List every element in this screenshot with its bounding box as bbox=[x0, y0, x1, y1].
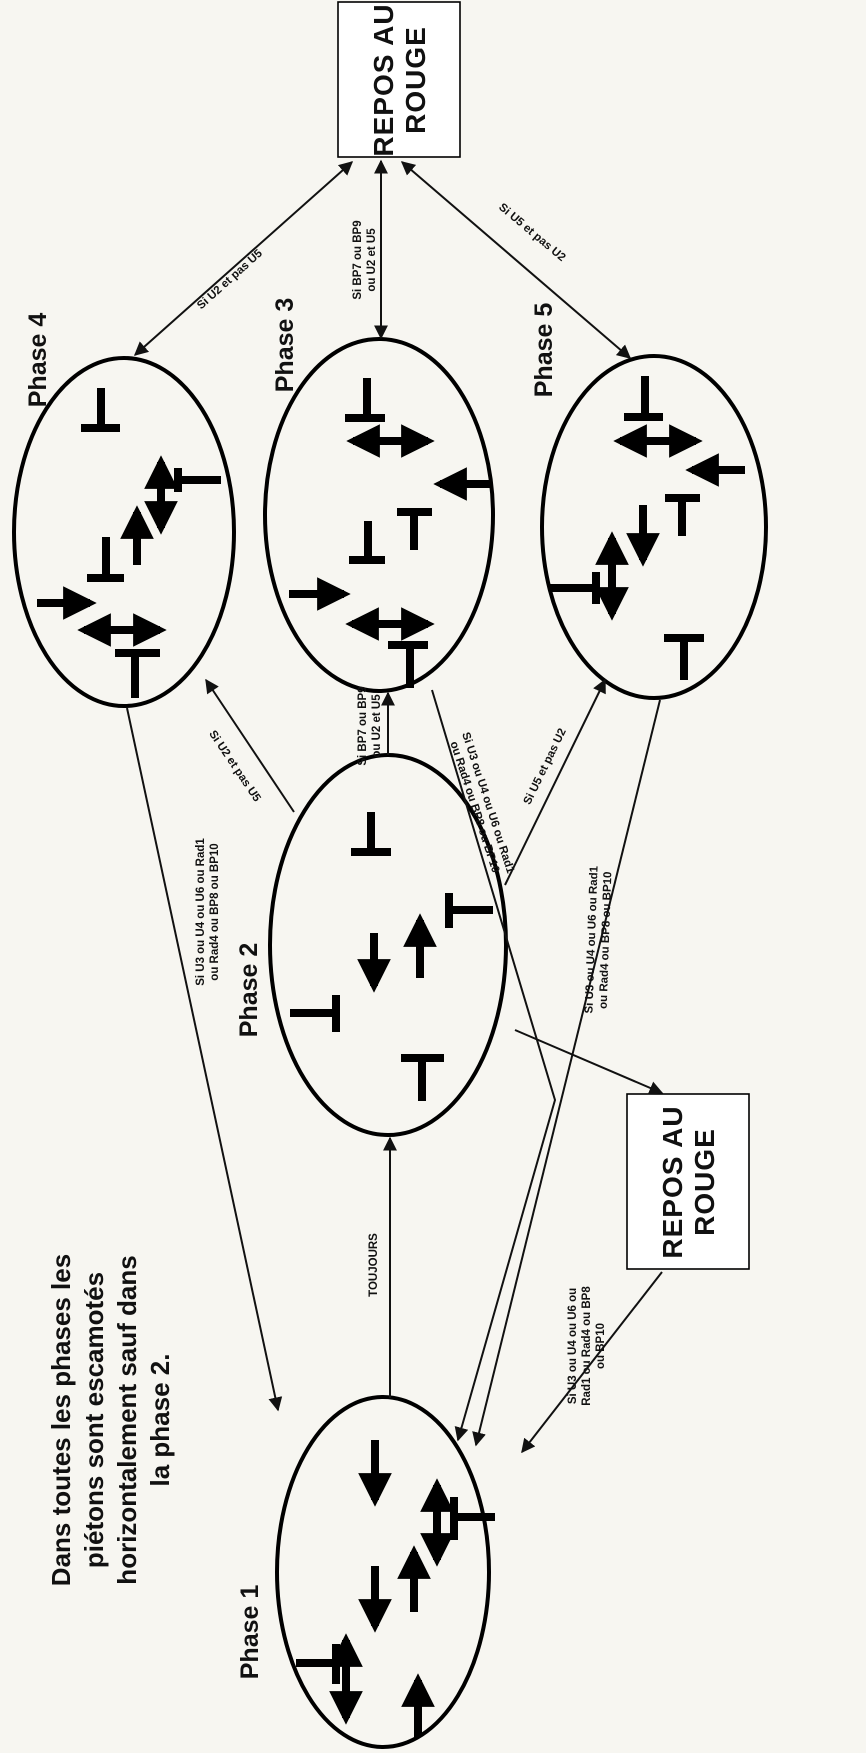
label-p1-to-p2: TOUJOURS bbox=[368, 1233, 380, 1297]
stop-symbol bbox=[624, 376, 663, 421]
label-p2-to-p3: Si BP7 ou BP9 ou U2 et U5 bbox=[357, 686, 383, 765]
stop-symbol bbox=[397, 508, 432, 550]
rest-box-bottom-line-2: ROUGE bbox=[689, 1128, 720, 1236]
phase-4-symbols bbox=[37, 388, 221, 698]
stop-symbol bbox=[351, 812, 391, 856]
stop-symbol bbox=[290, 995, 340, 1032]
phase-3-symbols bbox=[289, 378, 492, 688]
label-p2-to-p3-line-1: Si BP7 ou BP9 bbox=[357, 686, 369, 765]
label-p4-to-p1: Si U3 ou U4 ou U6 ou Rad1 ou Rad4 ou BP8… bbox=[195, 838, 221, 986]
label-p5-to-p1-line-2: ou Rad4 ou BP8 ou BP10 bbox=[598, 871, 615, 1009]
label-p3-rest: Si BP7 ou BP9 ou U2 et U5 bbox=[352, 220, 378, 299]
stop-symbol bbox=[549, 572, 600, 604]
label-rest-to-p1-line-1: Si U3 ou U4 ou U6 ou bbox=[567, 1288, 579, 1404]
stop-symbol bbox=[349, 521, 385, 564]
phase-1-ellipse bbox=[275, 1395, 491, 1749]
note-line-3: horizontalement sauf dans bbox=[112, 1255, 142, 1584]
stop-symbol bbox=[665, 494, 700, 536]
phase-5-ellipse bbox=[540, 354, 768, 700]
phase-3-ellipse bbox=[263, 337, 495, 693]
stop-symbol bbox=[87, 537, 124, 582]
label-rest-to-p1: Si U3 ou U4 ou U6 ou Rad1 ou Rad4 ou BP8… bbox=[567, 1286, 607, 1406]
label-p5-to-p1-line-1: Si U3 ou U4 ou U6 ou Rad1 bbox=[583, 865, 600, 1014]
label-p3-rest-line-2: ou U2 et U5 bbox=[366, 228, 378, 292]
edge-rest-to-p1 bbox=[521, 1271, 663, 1454]
stop-symbol bbox=[401, 1054, 444, 1101]
phase-2-symbols bbox=[290, 812, 493, 1101]
edge-p2-to-rest bbox=[514, 1029, 664, 1095]
note-line-4: la phase 2. bbox=[145, 1354, 175, 1487]
note-block: Dans toutes les phases les piétons sont … bbox=[46, 1254, 175, 1586]
rest-box-top: REPOS AU ROUGE bbox=[337, 1, 461, 158]
stop-symbol bbox=[664, 634, 704, 680]
label-rest-to-p1-line-2: Rad1 ou Rad4 ou BP8 bbox=[581, 1286, 593, 1406]
label-p3-to-p1: Si U3 ou U4 ou U6 ou Rad1 ou Rad4 ou BP8… bbox=[447, 731, 516, 876]
stop-symbol bbox=[345, 378, 385, 422]
phase-5-symbols bbox=[549, 376, 745, 680]
edge-p2-to-p4 bbox=[205, 678, 295, 813]
label-p4-rest: Si U2 et pas U5 bbox=[195, 247, 265, 312]
edge-p2-to-p5 bbox=[504, 678, 606, 886]
label-p3-rest-line-1: Si BP7 ou BP9 bbox=[352, 220, 364, 299]
label-p4-to-p1-line-1: Si U3 ou U4 ou U6 ou Rad1 bbox=[195, 838, 207, 986]
rest-box-top-line-2: ROUGE bbox=[400, 26, 431, 134]
edge-p4-rest bbox=[133, 161, 354, 356]
stop-symbol bbox=[388, 641, 428, 688]
phase-2-label: Phase 2 bbox=[235, 943, 263, 1038]
label-p4-to-p1-line-2: ou Rad4 ou BP8 ou BP10 bbox=[209, 843, 221, 980]
label-rest-to-p1-line-3: ou BP10 bbox=[595, 1323, 607, 1369]
label-p5-to-p1: Si U3 ou U4 ou U6 ou Rad1 ou Rad4 ou BP8… bbox=[583, 865, 614, 1014]
stop-symbol bbox=[174, 468, 221, 492]
phase-3-label: Phase 3 bbox=[271, 298, 299, 393]
edge-p5-to-p1 bbox=[472, 699, 661, 1447]
edge-p5-rest bbox=[400, 161, 632, 359]
rest-box-top-line-1: REPOS AU bbox=[368, 3, 399, 156]
stop-symbol bbox=[445, 893, 493, 928]
rest-box-bottom: REPOS AU ROUGE bbox=[626, 1093, 750, 1270]
phase-4-label: Phase 4 bbox=[24, 313, 52, 408]
phase-4-ellipse bbox=[12, 356, 236, 708]
note-line-1: Dans toutes les phases les bbox=[46, 1254, 76, 1586]
phase-1-symbols bbox=[296, 1440, 495, 1737]
stop-symbol bbox=[81, 388, 120, 432]
stop-symbol bbox=[296, 1644, 340, 1684]
edge-p4-to-p1 bbox=[126, 707, 283, 1412]
phase-1-label: Phase 1 bbox=[236, 1585, 264, 1680]
stop-symbol bbox=[115, 649, 160, 698]
label-p2-to-p4: Si U2 et pas U5 bbox=[206, 729, 263, 805]
note-line-2: piétons sont escamotés bbox=[79, 1272, 109, 1568]
stop-symbol bbox=[450, 1497, 495, 1540]
rest-box-bottom-line-1: REPOS AU bbox=[657, 1105, 688, 1258]
label-p5-rest: Si U5 et pas U2 bbox=[496, 201, 567, 264]
edge-p3-to-p1 bbox=[431, 689, 557, 1442]
phase-5-label: Phase 5 bbox=[530, 303, 558, 398]
label-p2-to-p3-line-2: ou U2 et U5 bbox=[371, 694, 383, 758]
